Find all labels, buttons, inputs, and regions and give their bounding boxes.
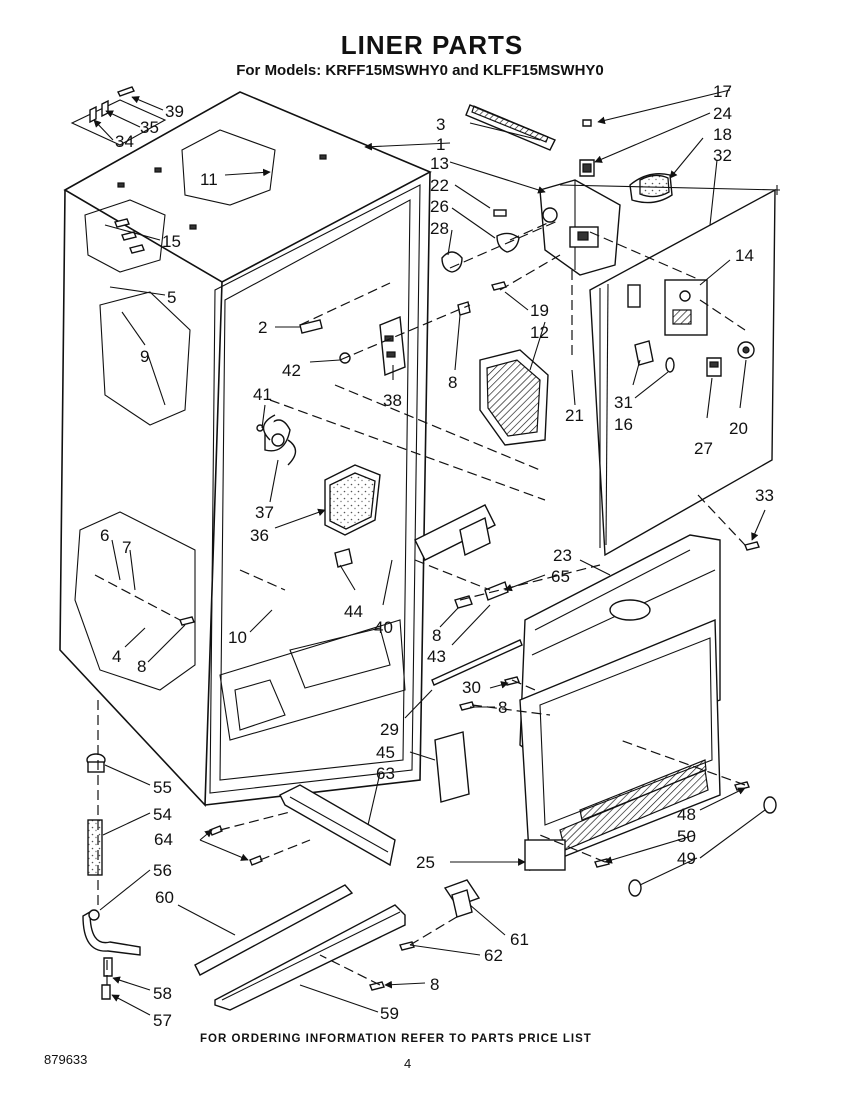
callout-60: 60 [155,888,174,907]
callout-17: 17 [713,82,732,101]
callout-34: 34 [115,132,134,151]
callout-2: 2 [258,318,267,337]
control-housing [441,104,673,276]
callout-63: 63 [376,764,395,783]
callout-23: 23 [553,546,572,565]
callout-8-c: 8 [432,626,441,645]
callout-15: 15 [162,232,181,251]
callout-7: 7 [122,538,131,557]
callout-8-b: 8 [137,657,146,676]
evaporator-cover [479,349,549,446]
callout-48: 48 [677,805,696,824]
callout-3: 3 [436,115,445,134]
callout-29: 29 [380,720,399,739]
page-number: 4 [404,1056,412,1071]
callout-14: 14 [735,246,754,265]
callout-8-d: 8 [498,698,507,717]
callout-21: 21 [565,406,584,425]
callout-30: 30 [462,678,481,697]
callout-6: 6 [100,526,109,545]
callout-8-e: 8 [430,975,439,994]
fan-motor-assembly [256,316,509,609]
callout-28: 28 [430,219,449,238]
callout-42: 42 [282,361,301,380]
callout-58: 58 [153,984,172,1003]
callout-31: 31 [614,393,633,412]
callout-24: 24 [713,104,732,123]
callout-19: 19 [530,301,549,320]
callout-22: 22 [430,176,449,195]
lower-brackets [194,784,481,1011]
callout-55: 55 [153,778,172,797]
screws [114,218,777,991]
callout-13: 13 [430,154,449,173]
assembly-lines [94,219,746,986]
callout-5: 5 [167,288,176,307]
callout-65: 65 [551,567,570,586]
callout-33: 33 [755,486,774,505]
callout-61: 61 [510,930,529,949]
callout-36: 36 [250,526,269,545]
callout-35: 35 [140,118,159,137]
callout-49: 49 [677,849,696,868]
callout-25: 25 [416,853,435,872]
divider-panel [559,184,781,557]
drain-components [82,753,141,1000]
callout-64: 64 [154,830,173,849]
callout-40: 40 [374,618,393,637]
callout-50: 50 [677,827,696,846]
callout-8-a: 8 [448,373,457,392]
callout-20: 20 [729,419,748,438]
callout-43: 43 [427,647,446,666]
callout-4: 4 [112,647,121,666]
callout-45: 45 [376,743,395,762]
liner-cabinet [59,91,432,807]
machine-compartment-cover [431,534,721,872]
document-number: 879633 [44,1052,88,1067]
model-subtitle: For Models: KRFF15MSWHY0 and KLFF15MSWHY… [236,62,604,79]
callout-37: 37 [255,503,274,522]
callout-38: 38 [383,391,402,410]
callout-54: 54 [153,805,172,824]
callout-32: 32 [713,146,732,165]
callout-59: 59 [380,1004,399,1023]
page-title: LINER PARTS [340,30,524,60]
callout-27: 27 [694,439,713,458]
leader-lines [93,89,766,1016]
callout-numbers: 39 35 34 3 1 17 24 18 32 13 22 26 28 11 … [100,82,774,1030]
callout-56: 56 [153,861,172,880]
ordering-note: FOR ORDERING INFORMATION REFER TO PARTS … [200,1033,592,1045]
callout-12: 12 [530,323,549,342]
cover-plate [434,731,470,803]
callout-1: 1 [436,135,445,154]
callout-11: 11 [200,170,218,189]
callout-62: 62 [484,946,503,965]
callout-39: 39 [165,102,184,121]
callout-10: 10 [228,628,247,647]
callout-44: 44 [344,602,363,621]
callout-26: 26 [430,197,449,216]
callout-41: 41 [253,385,272,404]
callout-9: 9 [140,347,149,366]
callout-18: 18 [713,125,732,144]
callout-16: 16 [614,415,633,434]
callout-57: 57 [153,1011,172,1030]
